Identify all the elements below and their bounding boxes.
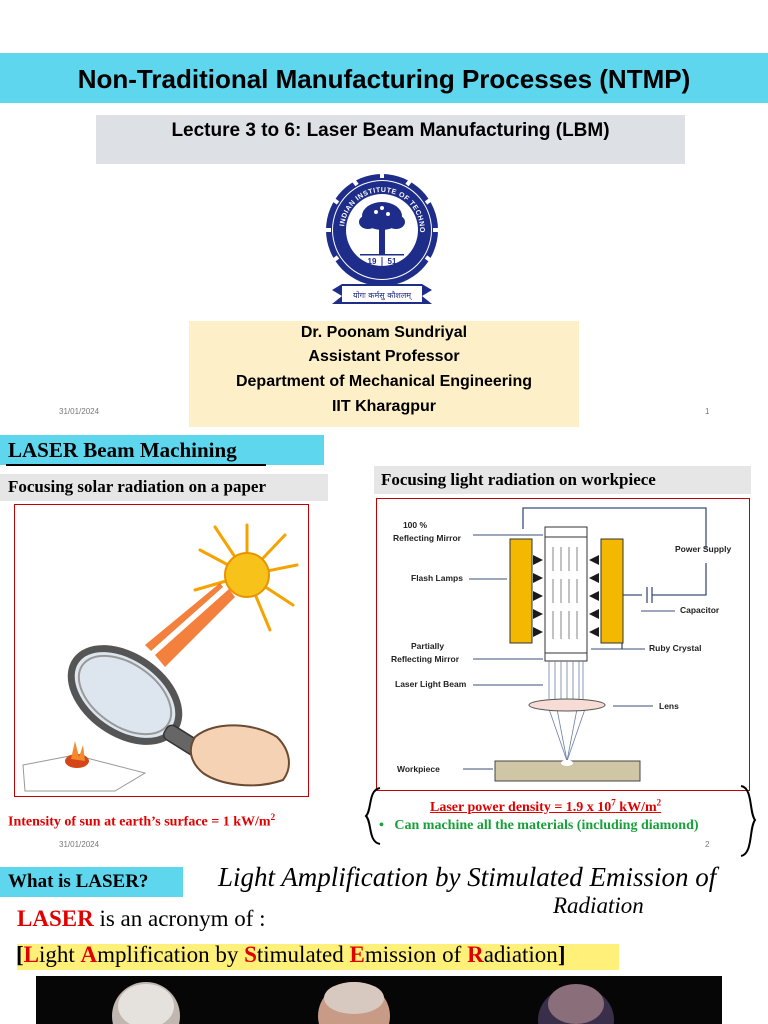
label-reflecting-1: 100 % <box>403 520 428 530</box>
magnifying-glass-illustration <box>22 523 299 792</box>
label-power-supply: Power Supply <box>675 544 731 554</box>
label-partial-2: Reflecting Mirror <box>391 654 460 664</box>
left-caption: Focusing solar radiation on a paper <box>8 477 267 496</box>
heading-underline <box>6 464 266 466</box>
section-heading: LASER Beam Machining <box>8 438 237 462</box>
label-laser-beam: Laser Light Beam <box>395 679 467 689</box>
section-heading-bg <box>0 435 324 465</box>
slide2-date: 31/01/2024 <box>59 840 100 849</box>
iit-kharagpur-logo: INDIAN INSTITUTE OF TECHNOLOGY KHARAGPUR… <box>322 172 438 304</box>
author-department: Department of Mechanical Engineering <box>235 373 533 390</box>
label-reflecting-2: Reflecting Mirror <box>393 533 462 543</box>
laser-expansion: [Light Amplification by Stimulated Emiss… <box>16 942 566 967</box>
label-capacitor: Capacitor <box>680 605 720 615</box>
ruby-laser-diagram-frame: 100 % Reflecting Mirror Flash Lamps Part… <box>376 498 750 791</box>
handwritten-note-line2: Radiation <box>553 893 644 918</box>
author-institute: IIT Kharagpur <box>331 398 436 415</box>
what-is-laser-bg <box>0 867 183 897</box>
flash-lamp-right-icon <box>600 538 624 644</box>
sun-icon <box>224 552 270 598</box>
laser-power-density: Laser power density = 1.9 x 107 kW/m2 <box>430 797 662 815</box>
label-lens: Lens <box>659 701 679 711</box>
slide1-date: 31/01/2024 <box>59 407 100 416</box>
right-caption: Focusing light radiation on workpiece <box>381 470 656 489</box>
slide2-page-number: 2 <box>705 840 710 849</box>
label-partial-1: Partially <box>411 641 444 651</box>
flash-lamp-left-icon <box>509 538 533 644</box>
left-caption-bg <box>0 474 328 501</box>
subtitle-box <box>96 115 685 164</box>
logo-year-right: 51 <box>388 257 397 266</box>
author-designation: Assistant Professor <box>308 348 460 365</box>
logo-motto: योगः कर्मसु कौशलम् <box>353 290 413 301</box>
right-caption-bg <box>374 466 751 494</box>
left-brace-icon <box>364 787 381 845</box>
ruby-laser-diagram: 100 % Reflecting Mirror Flash Lamps Part… <box>391 507 731 782</box>
lens-icon <box>528 698 606 712</box>
handwritten-note-line1: Light Amplification by Stimulated Emissi… <box>218 862 717 892</box>
author-name: Dr. Poonam Sundriyal <box>300 324 468 341</box>
slide1-page-number: 1 <box>705 407 710 416</box>
title-bar <box>0 53 768 103</box>
scientist-photos-strip <box>36 976 722 1024</box>
laser-materials-note: • Can machine all the materials (includi… <box>379 818 699 833</box>
label-ruby-crystal: Ruby Crystal <box>649 643 701 653</box>
lecture-subtitle: Lecture 3 to 6: Laser Beam Manufacturing… <box>171 120 610 141</box>
logo-year-left: 19 <box>368 257 377 266</box>
hand-icon <box>189 724 290 787</box>
portrait-photos <box>112 982 614 1024</box>
ruby-crystal-icon <box>544 536 588 654</box>
right-brace-icon <box>740 785 757 857</box>
slide-title: Non-Traditional Manufacturing Processes … <box>77 64 691 94</box>
label-flash-lamps: Flash Lamps <box>411 573 463 583</box>
author-box <box>189 321 579 427</box>
solar-illustration-frame <box>14 504 309 797</box>
sun-intensity-note: Intensity of sun at earth’s surface = 1 … <box>8 812 276 830</box>
acronym-sentence: LASER is an acronym of : <box>17 906 266 931</box>
label-workpiece: Workpiece <box>397 764 440 774</box>
expansion-highlight <box>17 944 619 970</box>
what-is-laser-heading: What is LASER? <box>8 871 149 892</box>
